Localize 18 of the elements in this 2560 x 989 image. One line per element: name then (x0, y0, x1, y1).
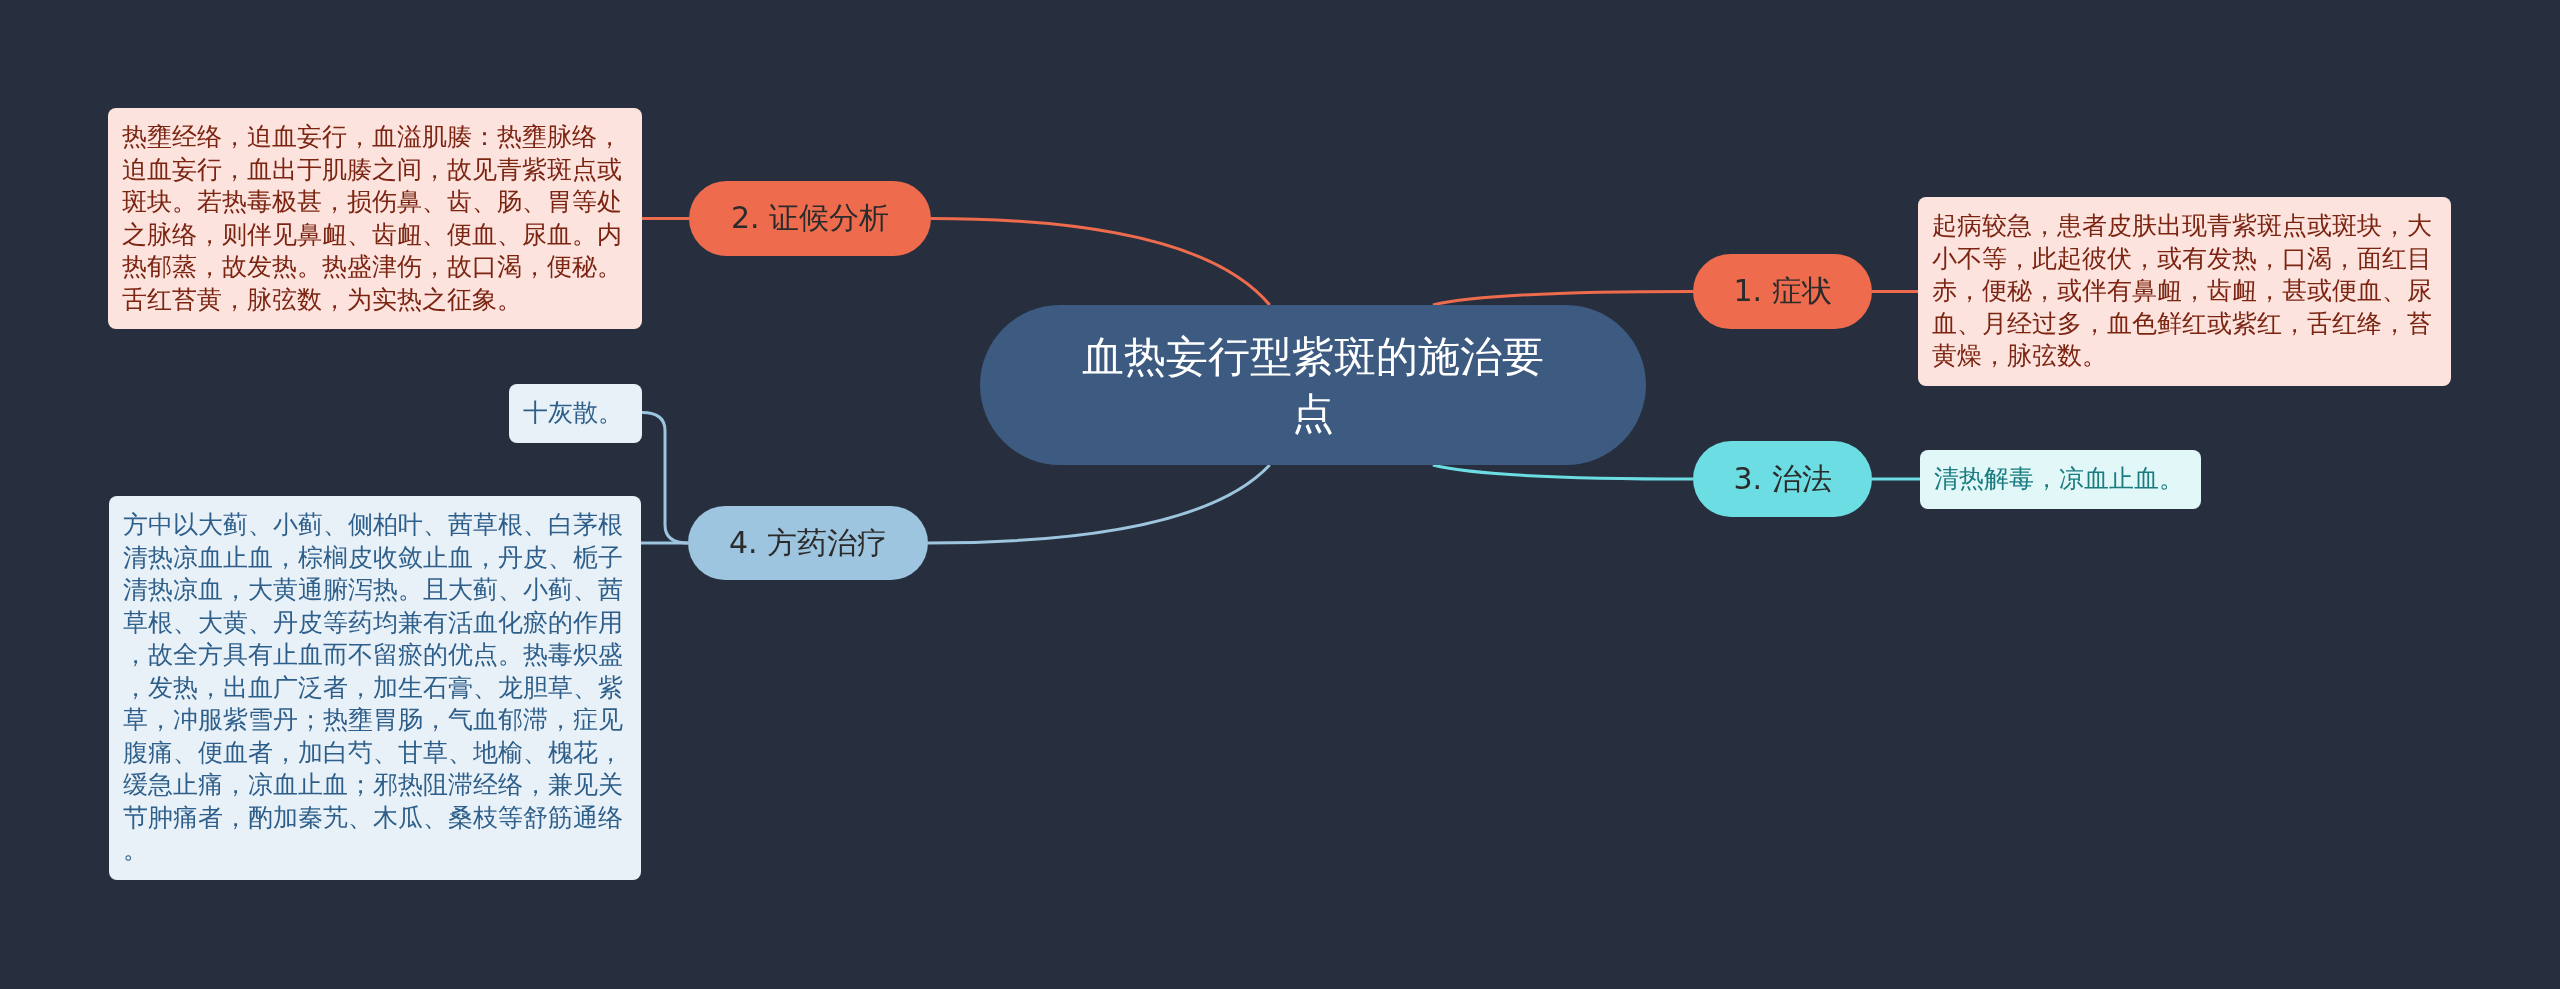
note-box: 热壅经络，迫血妄行，血溢肌腠：热壅脉络，迫血妄行，血出于肌腠之间，故见青紫斑点或斑块。若热毒极甚，损伤鼻、齿、肠、胃等处之脉络，则伴见鼻衄、齿衄、便血、尿血。内热郁蒸，故发热。热盛津伤，故口渴，便秘。舌红苔黄，脉弦数，为实热之征象。 (108, 108, 642, 329)
connector-line (928, 463, 1271, 545)
connector-line (1872, 290, 1918, 293)
connector-line (642, 217, 689, 220)
topic-pill: 2. 证候分析 (689, 181, 931, 256)
connector-line (1432, 463, 1693, 481)
connector-line (641, 541, 688, 545)
topic-pill: 3. 治法 (1693, 441, 1872, 517)
note-box: 方中以大蓟、小蓟、侧柏叶、茜草根、白茅根清热凉血止血，棕榈皮收敛止血，丹皮、栀子清热凉血，大黄通腑泻热。且大蓟、小蓟、茜草根、大黄、丹皮等药均兼有活血化瘀的作用，故全方具有止血而不留瘀的优点。热毒炽盛，发热，出血广泛者，加生石膏、龙胆草、紫草，冲服紫雪丹；热壅胃肠，气血郁滞，症见腹痛、便血者，加白芍、甘草、地榆、槐花，缓急止痛，凉血止血；邪热阻滞经络，兼见关节肿痛者，酌加秦艽、木瓜、桑枝等舒筋通络。 (109, 496, 641, 880)
connector-line (1872, 477, 1920, 481)
topic-pill: 4. 方药治疗 (688, 506, 928, 580)
note-box: 起病较急，患者皮肤出现青紫斑点或斑块，大小不等，此起彼伏，或有发热，口渴，面红目赤，便秘，或伴有鼻衄，齿衄，甚或便血、尿血、月经过多，血色鲜红或紫红，舌红绛，苔黄燥，脉弦数。 (1918, 197, 2451, 386)
connector-line (1432, 290, 1693, 307)
central-topic: 血热妄行型紫斑的施治要点 (980, 305, 1646, 465)
note-box: 十灰散。 (509, 384, 642, 443)
note-box: 清热解毒，凉血止血。 (1920, 450, 2201, 509)
topic-pill: 1. 症状 (1693, 254, 1872, 329)
connector-line (931, 217, 1271, 307)
